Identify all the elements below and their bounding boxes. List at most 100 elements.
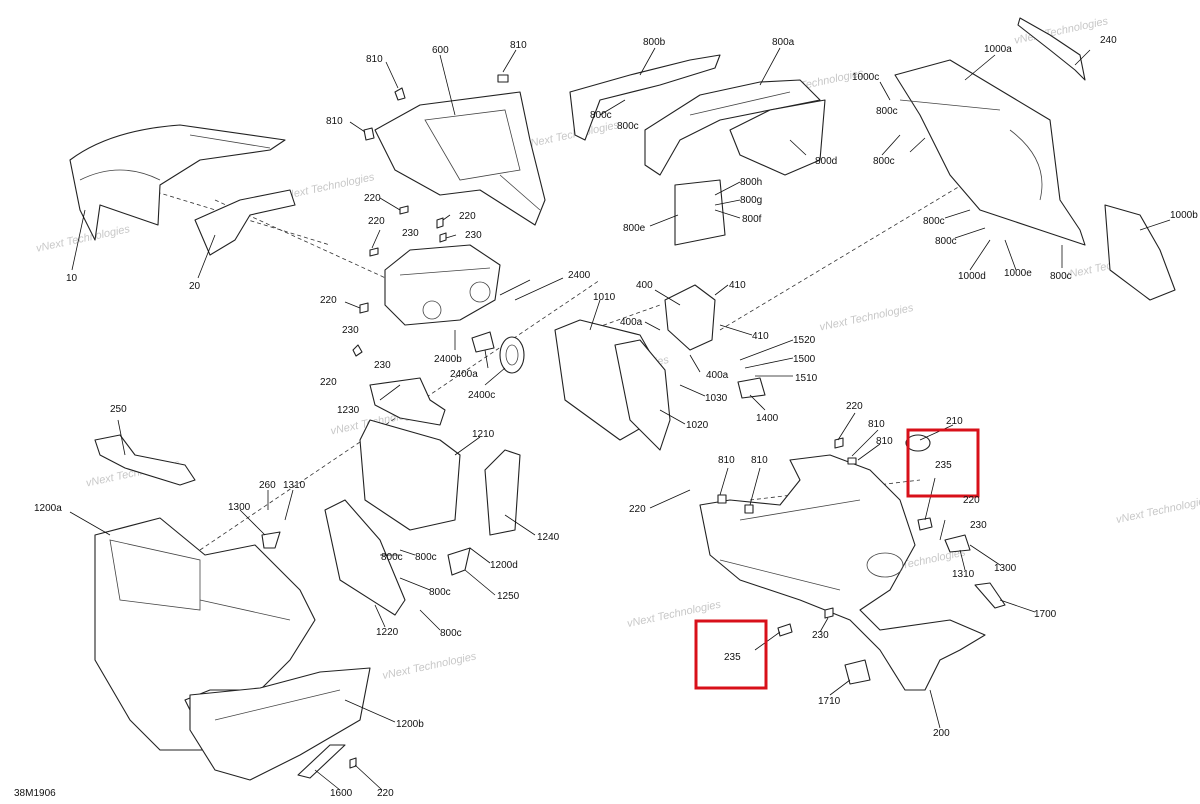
callout-label: 1220 (376, 627, 399, 638)
callout-label: 410 (729, 280, 746, 291)
part-2400c-reflector (499, 336, 525, 374)
callout-label: 400 (636, 280, 653, 291)
callout-label: 230 (465, 230, 482, 241)
callout-label: 2400c (468, 390, 495, 401)
part-600-gauge-support (374, 91, 546, 226)
callout-label: 800a (772, 37, 795, 48)
callout-label: 1000b (1170, 210, 1198, 221)
watermark: vNext Technologies (819, 302, 915, 334)
callout-label: 1520 (793, 335, 816, 346)
callout-label: 410 (752, 331, 769, 342)
callout-label: 810 (718, 455, 735, 466)
part-1710-pad (844, 659, 871, 685)
part-200-console (699, 454, 986, 691)
callout-label: 1310 (283, 480, 306, 491)
callout-label: 1000e (1004, 268, 1032, 279)
highlight-box-235-top (906, 428, 980, 498)
part-1300-latch (261, 531, 281, 549)
callout-label: 800c (440, 628, 462, 639)
callout-label: 230 (970, 520, 987, 531)
part-1400-clip (737, 377, 766, 399)
drawing-reference: 38M1906 (14, 788, 56, 799)
watermark: vNext Technologies (524, 119, 620, 151)
callout-label: 230 (402, 228, 419, 239)
callout-label: 1500 (793, 354, 816, 365)
callout-label: 810 (751, 455, 768, 466)
part-800d-panel (729, 99, 826, 176)
callout-label: 240 (1100, 35, 1117, 46)
part-1220-panel (324, 499, 406, 616)
callout-label: 220 (320, 295, 337, 306)
part-1240-panel (484, 449, 521, 536)
callout-label: 220 (364, 193, 381, 204)
callout-label: 10 (66, 273, 78, 284)
callout-label: 800c (935, 236, 957, 247)
callout-label: 235 (724, 652, 741, 663)
part-1600-strap (297, 744, 346, 779)
callout-label: 220 (846, 401, 863, 412)
leader-lines (69, 47, 1171, 791)
callout-label: 800g (740, 195, 762, 206)
part-1230-bracket (369, 377, 446, 426)
callout-label: 1510 (795, 373, 818, 384)
callout-label: 2400 (568, 270, 591, 281)
callout-label: 1000a (984, 44, 1012, 55)
part-800b-trim (569, 54, 721, 141)
callout-label: 1250 (497, 591, 520, 602)
callout-label: 1700 (1034, 609, 1057, 620)
callout-label: 800c (429, 587, 451, 598)
watermark: vNext Technologies (381, 650, 477, 682)
callout-label: 1310 (952, 569, 975, 580)
callout-label: 810 (326, 116, 343, 127)
callout-label: 1200d (490, 560, 518, 571)
part-10-nose-cap (69, 124, 286, 241)
callout-label: 1710 (818, 696, 841, 707)
part-1300-latch-right (944, 534, 971, 553)
callout-label: 800c (873, 156, 895, 167)
watermark: vNext Technologies (1115, 494, 1200, 526)
part-1020-panel (614, 339, 671, 451)
part-240-trim (1017, 17, 1086, 81)
callout-label: 220 (963, 495, 980, 506)
fasteners (349, 74, 857, 769)
callout-label: 1300 (228, 502, 251, 513)
callout-label: 800c (876, 106, 898, 117)
callout-label: 1300 (994, 563, 1017, 574)
callout-label: 800c (590, 110, 612, 121)
watermark: vNext Technologies (280, 171, 376, 203)
callout-label: 1200a (34, 503, 62, 514)
callout-label: 250 (110, 404, 127, 415)
callout-label: 220 (459, 211, 476, 222)
highlight-box-235-bottom (694, 619, 768, 690)
callout-label: 260 (259, 480, 276, 491)
callout-label: 1400 (756, 413, 779, 424)
callout-label: 1210 (472, 429, 495, 440)
callout-label: 810 (876, 436, 893, 447)
callout-label: 810 (510, 40, 527, 51)
callout-label: 1200b (396, 719, 424, 730)
callout-label: 1600 (330, 788, 353, 799)
callout-label: 210 (946, 416, 963, 427)
part-1000a-panel (894, 59, 1086, 246)
callout-label: 800c (415, 552, 437, 563)
callout-label: 20 (189, 281, 201, 292)
callout-label: 800c (381, 552, 403, 563)
callout-label: 1240 (537, 532, 560, 543)
callout-label: 2400b (434, 354, 462, 365)
callout-label: 810 (366, 54, 383, 65)
part-1000b-panel (1104, 204, 1176, 301)
part-235-sticker (777, 517, 933, 637)
callout-label: 200 (933, 728, 950, 739)
callout-label: 800c (923, 216, 945, 227)
callout-label: 800e (623, 223, 646, 234)
part-1210-panel (359, 419, 461, 531)
callout-label: 230 (812, 630, 829, 641)
callout-label: 400a (706, 370, 729, 381)
callout-label: 800c (1050, 271, 1072, 282)
callout-label: 235 (935, 460, 952, 471)
callout-label: 800d (815, 156, 837, 167)
part-2400-headlight (384, 244, 501, 326)
callout-label: 400a (620, 317, 643, 328)
